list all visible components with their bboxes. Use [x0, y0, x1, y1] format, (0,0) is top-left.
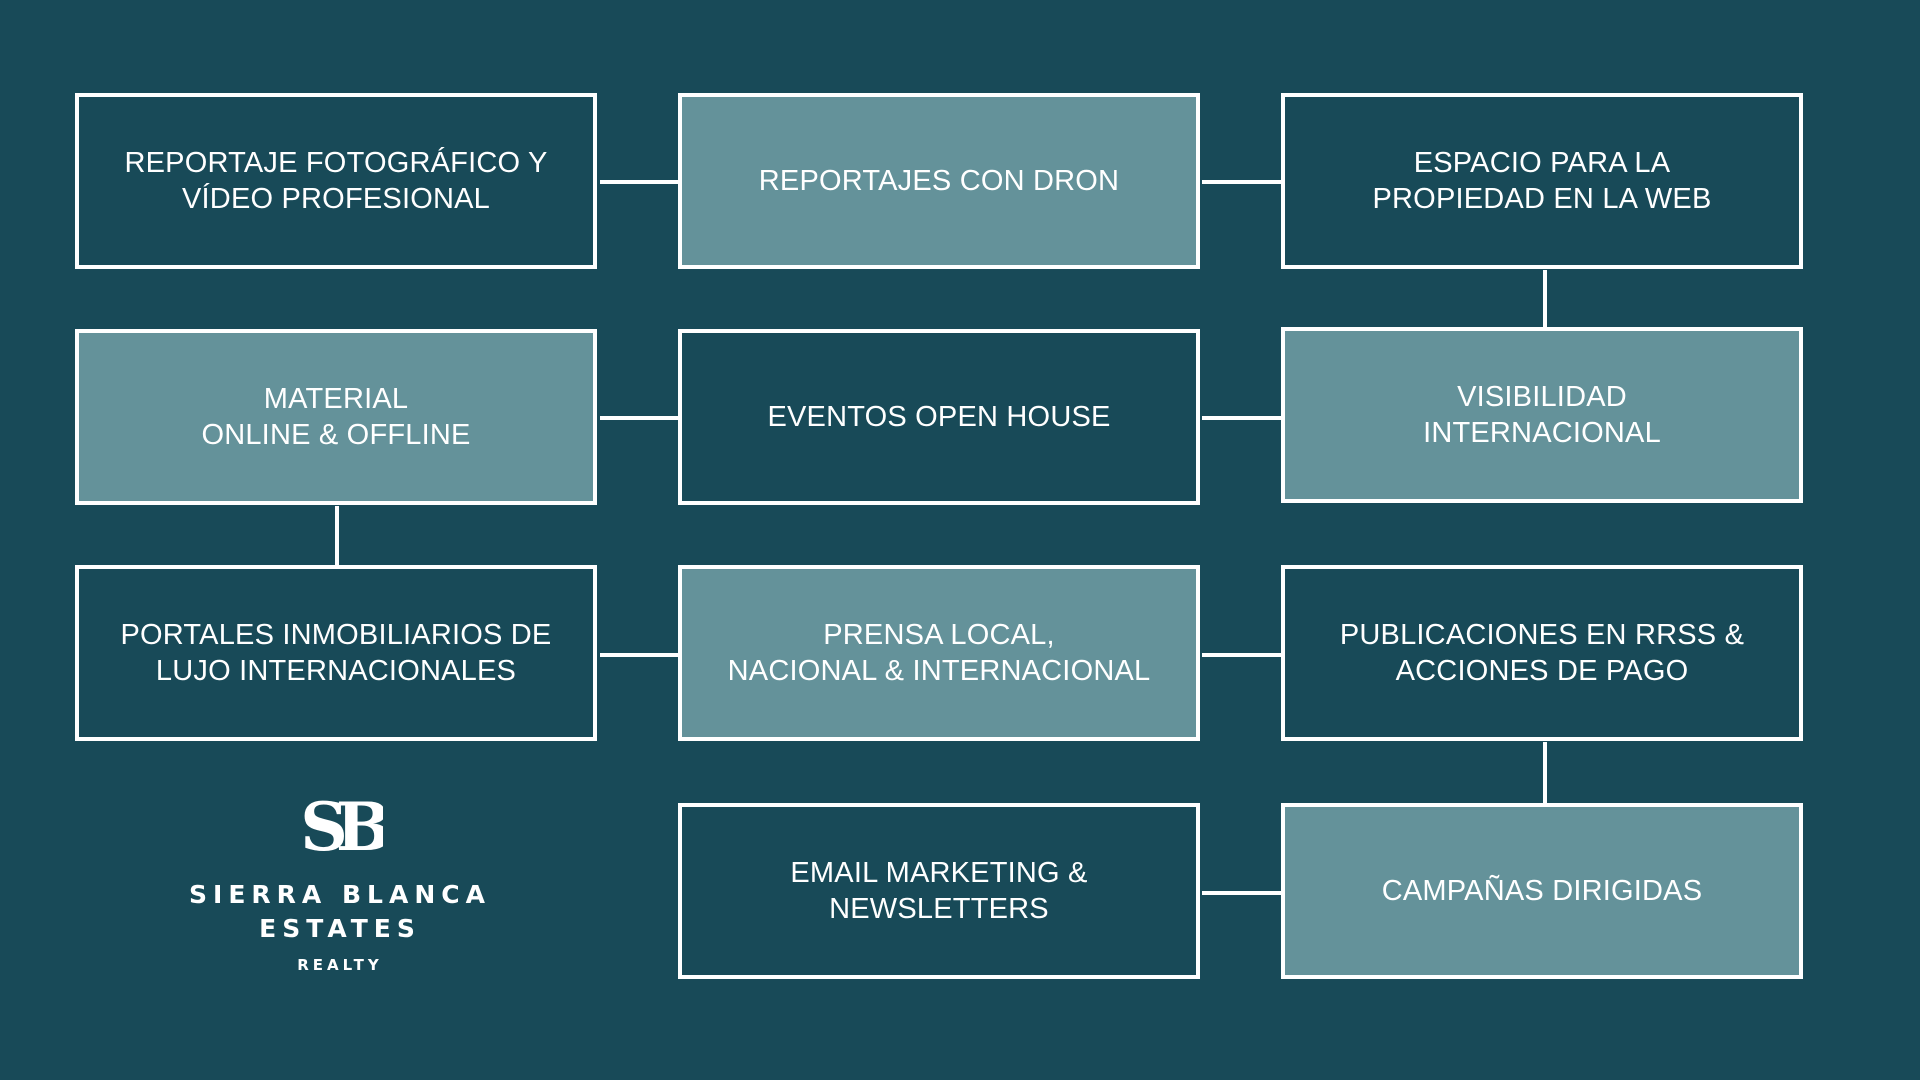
- connector-material-portales: [335, 506, 339, 566]
- box-label: VISIBILIDAD INTERNACIONAL: [1423, 381, 1661, 449]
- box-dron: REPORTAJES CON DRON: [678, 93, 1200, 269]
- connector-material-open-house: [600, 416, 680, 420]
- box-label: PUBLICACIONES EN RRSS & ACCIONES DE PAGO: [1339, 619, 1745, 687]
- connector-prensa-rrss: [1202, 653, 1282, 657]
- box-label: PRENSA LOCAL, NACIONAL & INTERNACIONAL: [727, 619, 1151, 687]
- box-label: MATERIAL ONLINE & OFFLINE: [201, 383, 471, 451]
- logo-name-line1: SIERRA BLANCA: [189, 880, 491, 909]
- box-espacio-web: ESPACIO PARA LA PROPIEDAD EN LA WEB: [1281, 93, 1803, 269]
- connector-open-house-visibilidad: [1202, 416, 1282, 420]
- box-fotografico: REPORTAJE FOTOGRÁFICO Y VÍDEO PROFESIONA…: [75, 93, 597, 269]
- sb-monogram-icon: SB: [300, 790, 383, 860]
- box-label: EMAIL MARKETING & NEWSLETTERS: [790, 857, 1088, 925]
- box-label: REPORTAJE FOTOGRÁFICO Y VÍDEO PROFESIONA…: [124, 147, 548, 215]
- box-label: CAMPAÑAS DIRIGIDAS: [1381, 875, 1703, 907]
- box-label: REPORTAJES CON DRON: [758, 165, 1120, 197]
- box-rrss: PUBLICACIONES EN RRSS & ACCIONES DE PAGO: [1281, 565, 1803, 741]
- box-prensa: PRENSA LOCAL, NACIONAL & INTERNACIONAL: [678, 565, 1200, 741]
- connector-portales-prensa: [600, 653, 680, 657]
- company-logo: SB SIERRA BLANCA ESTATES REALTY: [160, 790, 520, 974]
- connector-espacio-web-visibilidad: [1543, 270, 1547, 330]
- box-label: PORTALES INMOBILIARIOS DE LUJO INTERNACI…: [120, 619, 552, 687]
- connector-email-campanas: [1202, 891, 1282, 895]
- box-label: ESPACIO PARA LA PROPIEDAD EN LA WEB: [1372, 147, 1712, 215]
- connector-fotografico-dron: [600, 180, 680, 184]
- connector-dron-espacio-web: [1202, 180, 1282, 184]
- box-email: EMAIL MARKETING & NEWSLETTERS: [678, 803, 1200, 979]
- box-portales: PORTALES INMOBILIARIOS DE LUJO INTERNACI…: [75, 565, 597, 741]
- connector-rrss-campanas: [1543, 742, 1547, 804]
- logo-subtitle: REALTY: [297, 956, 383, 974]
- box-label: EVENTOS OPEN HOUSE: [767, 401, 1111, 433]
- box-campanas: CAMPAÑAS DIRIGIDAS: [1281, 803, 1803, 979]
- box-visibilidad: VISIBILIDAD INTERNACIONAL: [1281, 327, 1803, 503]
- logo-name-line2: ESTATES: [259, 914, 421, 943]
- svg-text:SB: SB: [300, 790, 383, 860]
- box-open-house: EVENTOS OPEN HOUSE: [678, 329, 1200, 505]
- box-material: MATERIAL ONLINE & OFFLINE: [75, 329, 597, 505]
